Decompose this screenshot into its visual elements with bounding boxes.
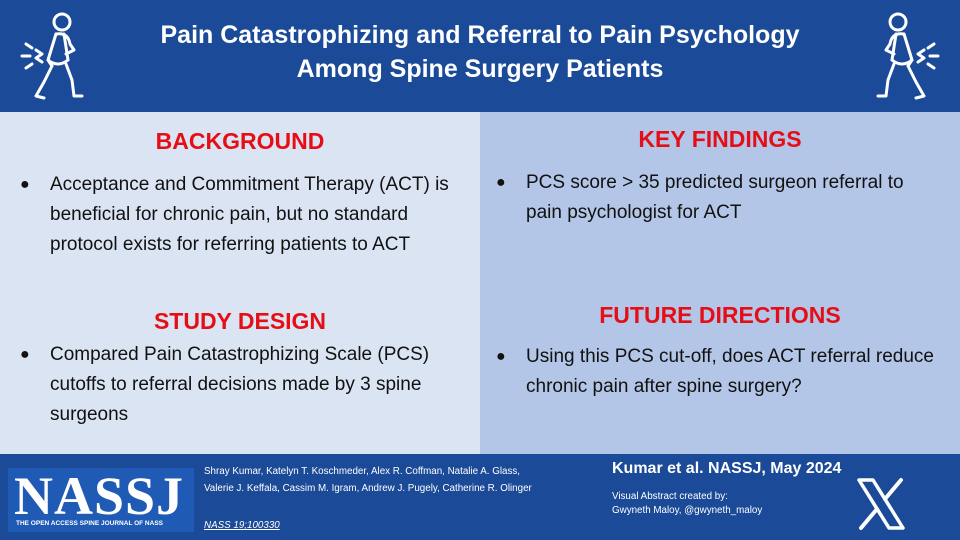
key-findings-heading: KEY FINDINGS — [638, 126, 802, 152]
logo-text: NASSJ — [14, 466, 185, 526]
bullet-icon: ● — [20, 346, 30, 363]
bullet-icon: ● — [496, 174, 506, 191]
study-design-bullet: ● Compared Pain Catastrophizing Scale (P… — [20, 340, 429, 430]
logo-subtitle: THE OPEN ACCESS SPINE JOURNAL OF NASS — [16, 520, 163, 527]
title-line-1: Pain Catastrophizing and Referral to Pai… — [160, 21, 800, 49]
bullet-icon: ● — [20, 176, 30, 193]
author-list: Shray Kumar, Katelyn T. Koschmeder, Alex… — [204, 466, 532, 494]
key-findings-bullet: ● PCS score > 35 predicted surgeon refer… — [496, 168, 904, 228]
credit-text: Visual Abstract created by: Gwyneth Malo… — [612, 491, 763, 516]
page-title: Pain Catastrophizing and Referral to Pai… — [150, 18, 810, 86]
back-pain-figure-icon — [876, 12, 940, 100]
bullet-icon: ● — [496, 348, 506, 365]
citation-text: Kumar et al. NASSJ, May 2024 — [612, 460, 842, 477]
title-line-2: Among Spine Surgery Patients — [296, 55, 664, 83]
nassj-logo[interactable]: NASSJ THE OPEN ACCESS SPINE JOURNAL OF N… — [8, 466, 194, 532]
header-banner: Pain Catastrophizing and Referral to Pai… — [0, 0, 960, 112]
x-logo-icon[interactable] — [855, 476, 907, 532]
left-panel: BACKGROUND ● Acceptance and Commitment T… — [0, 112, 480, 454]
right-panel: KEY FINDINGS ● PCS score > 35 predicted … — [480, 112, 960, 454]
future-directions-heading: FUTURE DIRECTIONS — [599, 302, 841, 328]
future-directions-bullet: ● Using this PCS cut-off, does ACT refer… — [496, 342, 934, 402]
citation-link[interactable]: NASS 19;100330 — [204, 520, 280, 531]
study-design-heading: STUDY DESIGN — [153, 308, 327, 334]
footer-banner: NASSJ THE OPEN ACCESS SPINE JOURNAL OF N… — [0, 454, 960, 540]
background-heading: BACKGROUND — [155, 128, 325, 154]
back-pain-figure-icon — [20, 12, 84, 100]
background-bullet: ● Acceptance and Commitment Therapy (ACT… — [20, 170, 449, 260]
